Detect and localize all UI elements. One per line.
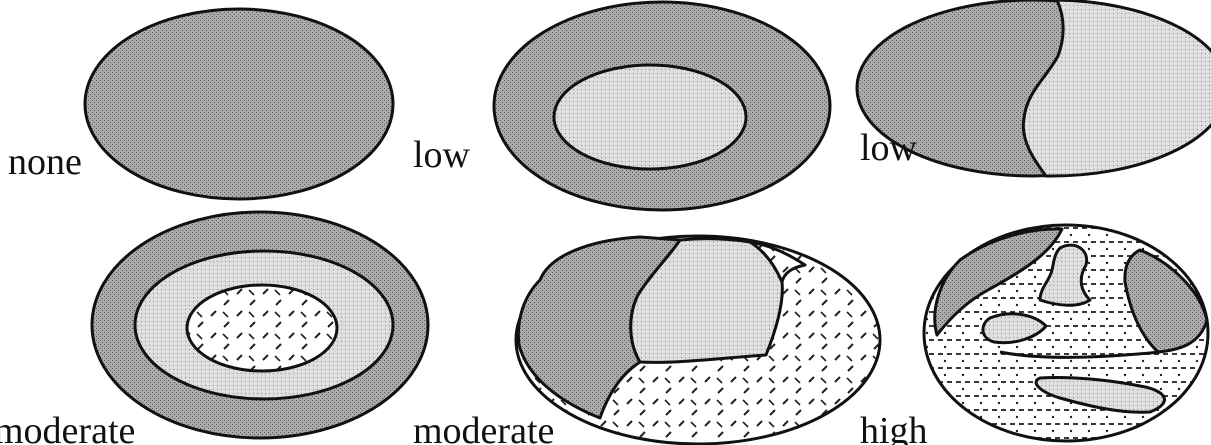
- panel-high-mosaic: [924, 225, 1208, 441]
- label-high: high: [860, 410, 928, 445]
- panel-moderate-rings: [92, 212, 428, 438]
- label-none: none: [8, 141, 82, 183]
- inner-ellipse: [554, 65, 746, 169]
- panel-low-concentric: [494, 2, 830, 210]
- label-low-split: low: [860, 127, 918, 169]
- label-low-concentric: low: [413, 134, 471, 176]
- label-moderate-rings: moderate: [0, 410, 135, 445]
- label-moderate-patchy: moderate: [413, 410, 554, 445]
- uniform-ellipse: [85, 9, 393, 199]
- panel-moderate-patchy: [516, 236, 880, 444]
- ring-inner: [187, 285, 337, 371]
- panel-none: [85, 9, 393, 199]
